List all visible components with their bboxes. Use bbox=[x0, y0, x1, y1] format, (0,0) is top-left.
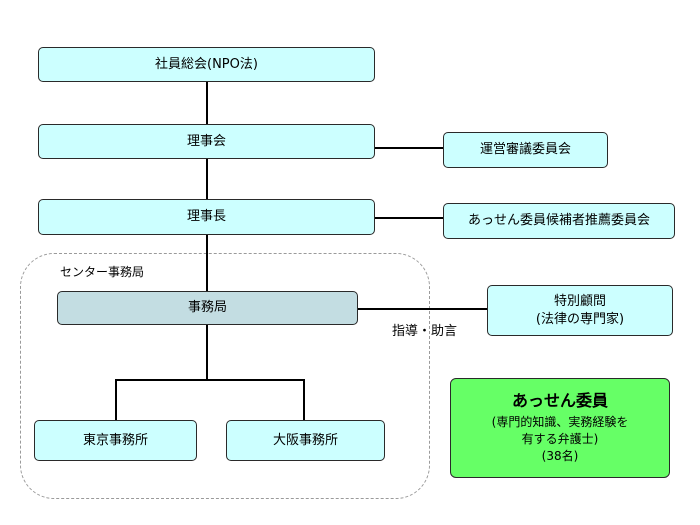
node-mediators: あっせん委員 (専門的知識、実務経験を 有する弁護士) (38名) bbox=[450, 378, 670, 478]
node-mediators-title: あっせん委員 bbox=[511, 391, 608, 411]
node-board-label: 理事会 bbox=[186, 133, 226, 149]
node-mediators-line1: (専門的知識、実務経験を bbox=[491, 414, 629, 429]
node-nomination-committee-label: あっせん委員候補者推薦委員会 bbox=[467, 213, 650, 229]
center-secretariat-label: センター事務局 bbox=[60, 265, 145, 279]
node-chairman-label: 理事長 bbox=[186, 209, 226, 225]
node-operations-committee: 運営審議委員会 bbox=[443, 132, 608, 168]
node-special-advisor-title: 特別顧問 bbox=[553, 293, 606, 309]
node-mediators-line3: (38名) bbox=[541, 449, 579, 464]
node-special-advisor: 特別顧問 (法律の専門家) bbox=[487, 285, 673, 336]
node-nomination-committee: あっせん委員候補者推薦委員会 bbox=[443, 203, 675, 239]
edge-label-guidance: 指導・助言 bbox=[392, 324, 458, 339]
node-general-assembly-label: 社員総会(NPO法) bbox=[155, 56, 258, 72]
node-tokyo-office-label: 東京事務所 bbox=[82, 432, 148, 448]
node-osaka-office: 大阪事務所 bbox=[226, 420, 385, 461]
node-general-assembly: 社員総会(NPO法) bbox=[38, 47, 375, 82]
node-special-advisor-note: (法律の専門家) bbox=[535, 311, 625, 327]
node-mediators-line2: 有する弁護士) bbox=[521, 432, 599, 447]
node-operations-committee-label: 運営審議委員会 bbox=[479, 142, 571, 158]
node-board: 理事会 bbox=[38, 124, 375, 159]
node-secretariat-label: 事務局 bbox=[187, 300, 227, 316]
node-osaka-office-label: 大阪事務所 bbox=[272, 432, 338, 448]
node-secretariat: 事務局 bbox=[57, 291, 358, 325]
node-tokyo-office: 東京事務所 bbox=[34, 420, 197, 461]
center-secretariat-group bbox=[20, 253, 430, 499]
node-chairman: 理事長 bbox=[38, 199, 375, 235]
